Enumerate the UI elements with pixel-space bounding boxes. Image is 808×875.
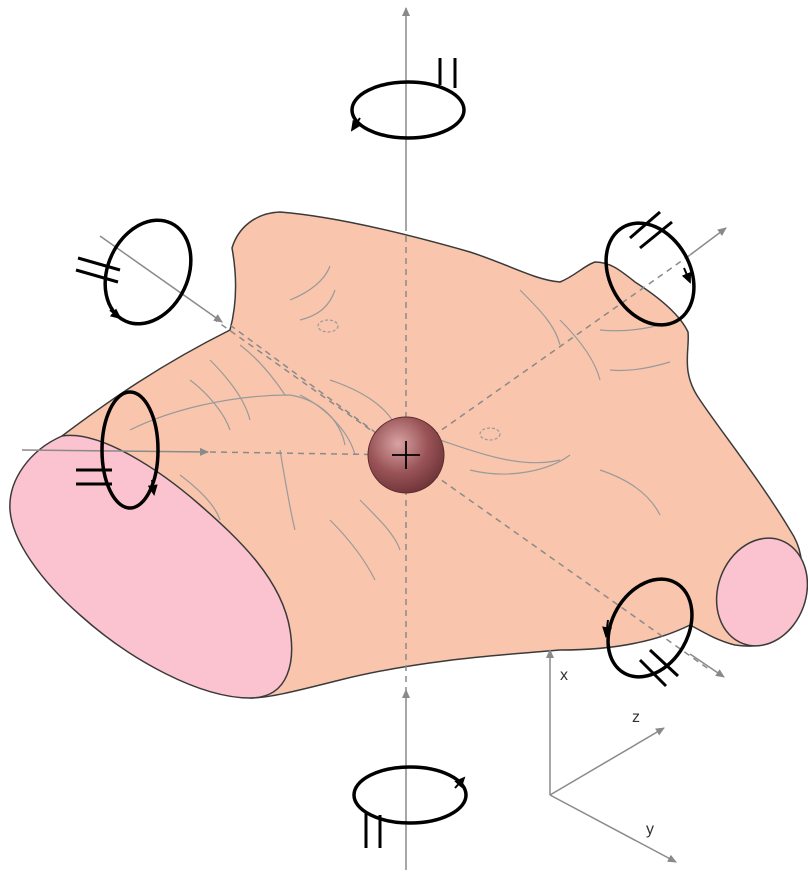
legend-z-axis	[550, 728, 664, 795]
legend-y-axis	[550, 795, 676, 862]
z-axis-left-arrow	[100, 236, 222, 322]
rotation-arrow-upper-left-icon	[76, 206, 207, 338]
y-axis-right-arrow	[690, 654, 724, 677]
legend-z-label: z	[632, 709, 640, 726]
rotation-arrow-bottom-icon	[354, 767, 466, 848]
coordinate-legend: x z y	[550, 650, 676, 862]
center-of-mass-sphere-icon	[368, 417, 444, 493]
legend-y-label: y	[646, 821, 654, 838]
legend-x-label: x	[560, 667, 568, 684]
z-axis-right-arrow	[690, 228, 726, 255]
rotation-arrow-top-icon	[352, 58, 464, 138]
